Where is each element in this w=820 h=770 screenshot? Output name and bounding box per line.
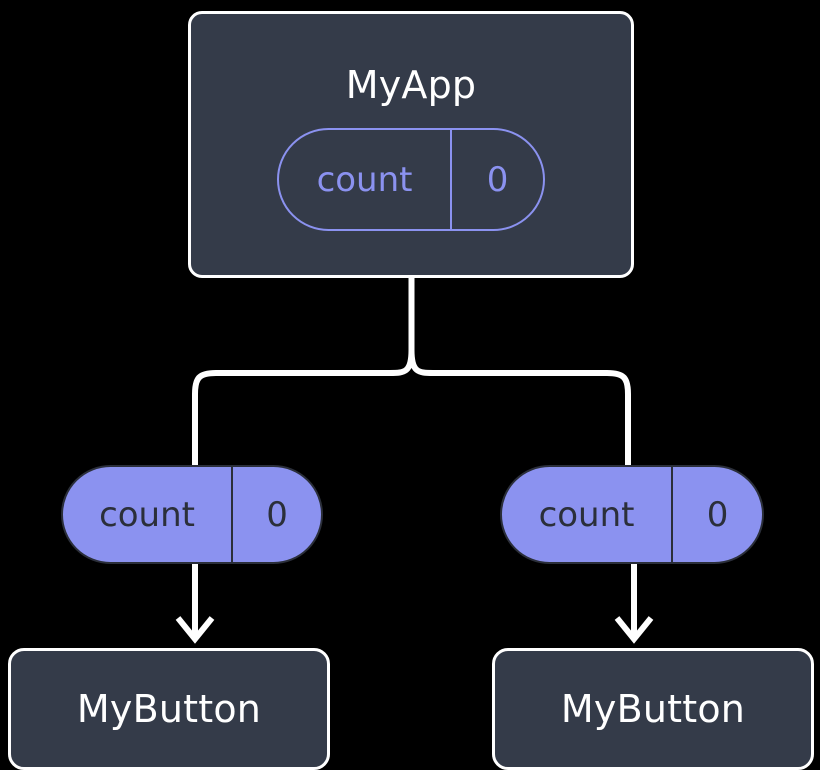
prop-pill-left[interactable]: count 0 (61, 465, 323, 564)
arrow-left-prop-to-mybutton (175, 564, 215, 644)
prop-pill-right[interactable]: count 0 (500, 465, 764, 564)
fork-connector-myapp-to-props (192, 278, 631, 466)
component-node-mybutton-right[interactable]: MyButton (492, 648, 814, 770)
fork-branch-left (192, 349, 415, 466)
state-pill-value-myapp: 0 (450, 130, 543, 229)
arrow-left-head (175, 616, 215, 644)
prop-pill-value-left: 0 (231, 467, 321, 562)
arrow-right-prop-to-mybutton (614, 564, 654, 644)
component-title-myapp: MyApp (345, 63, 477, 107)
component-title-mybutton-right: MyButton (560, 687, 746, 731)
component-node-mybutton-left[interactable]: MyButton (8, 648, 330, 770)
fork-branch-right (408, 349, 631, 466)
prop-pill-key-left: count (99, 494, 195, 535)
arrow-right-head (614, 616, 654, 644)
state-pill-myapp[interactable]: count 0 (277, 128, 545, 231)
state-pill-key-myapp: count (316, 159, 413, 200)
component-title-mybutton-left: MyButton (76, 687, 262, 731)
prop-pill-key-right: count (538, 494, 635, 535)
prop-pill-value-right: 0 (671, 467, 762, 562)
